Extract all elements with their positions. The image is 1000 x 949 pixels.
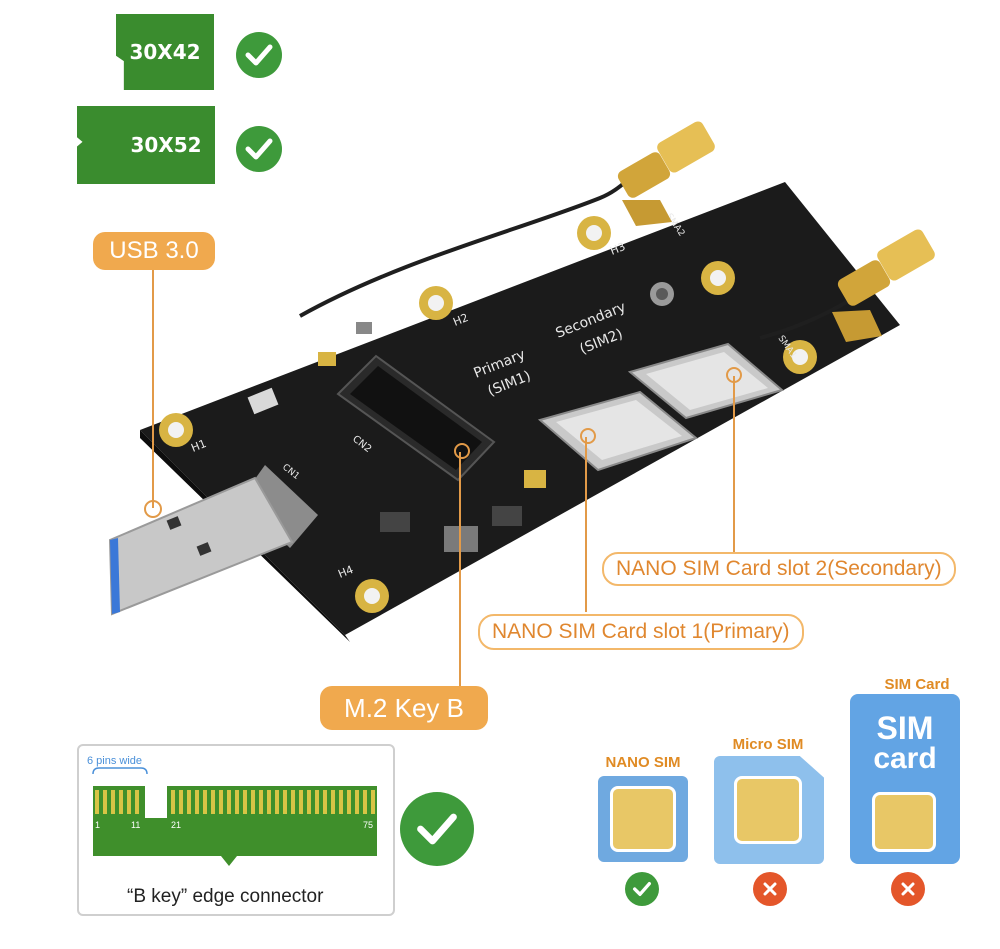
micro-sim-card — [714, 756, 824, 864]
b-key-connector-graphic: 6 pins wide 1 11 21 75 “B key” edge conn… — [87, 755, 377, 907]
check-icon — [400, 792, 474, 866]
connector-pin — [219, 790, 223, 814]
connector-pin — [195, 790, 199, 814]
sma-connector-2 — [617, 121, 715, 226]
hole-label-h4: H4 — [336, 563, 355, 581]
m2-key-callout: M.2 Key B — [320, 686, 488, 730]
antenna-cable-2 — [759, 298, 852, 340]
connector-pin — [291, 790, 295, 814]
module-30x42-label: 30X42 — [129, 40, 201, 64]
module-30x42: 30X42 — [116, 14, 214, 90]
check-icon — [236, 126, 282, 172]
adapter-board-illustration: H1 H2 H3 H4 CN2 Primary (SIM1) Secondary… — [108, 121, 935, 686]
sim-slot-1-callout-text: NANO SIM Card slot 1(Primary) — [492, 620, 790, 643]
pins-wide-note: 6 pins wide — [87, 755, 142, 767]
pin-label-75: 75 — [363, 820, 373, 830]
connector-pin — [171, 790, 175, 814]
pin-label-11: 11 — [131, 820, 140, 830]
unsupported-cross-icon — [753, 872, 787, 906]
b-key-caption: “B key” edge connector — [127, 886, 324, 907]
usb-callout: USB 3.0 — [93, 232, 215, 270]
sma-connector-1 — [832, 229, 935, 342]
module-30x52-label: 30X52 — [130, 133, 202, 157]
pins-left — [95, 790, 139, 814]
connector-pin — [331, 790, 335, 814]
unsupported-cross-icon — [891, 872, 925, 906]
connector-pin — [243, 790, 247, 814]
connector-pin — [267, 790, 271, 814]
usb-callout-text: USB 3.0 — [109, 237, 199, 264]
supported-check-icon — [625, 872, 659, 906]
hole-label-h3: H3 — [608, 240, 627, 258]
pin-label-1: 1 — [95, 820, 100, 830]
connector-pin — [339, 790, 343, 814]
connector-pin — [235, 790, 239, 814]
connector-pin — [371, 790, 375, 814]
connector-pin — [307, 790, 311, 814]
m2-key-callout-text: M.2 Key B — [344, 692, 464, 723]
check-icon — [236, 32, 282, 78]
connector-pin — [275, 790, 279, 814]
connector-pin — [283, 790, 287, 814]
sim-chip-icon — [734, 776, 802, 844]
connector-pin — [355, 790, 359, 814]
mounting-holes — [159, 216, 817, 613]
connector-pin — [259, 790, 263, 814]
pins-right — [171, 790, 375, 814]
sim-card-text-2: card — [873, 742, 937, 775]
hole-label-h2: H2 — [451, 311, 470, 329]
nano-sim-title: NANO SIM — [605, 754, 681, 771]
sim-card-title: SIM Card — [884, 676, 950, 693]
connector-pin — [315, 790, 319, 814]
sim-slot-2-callout: NANO SIM Card slot 2(Secondary) — [602, 552, 956, 586]
pcb-board — [140, 182, 900, 635]
module-30x52: 30X52 — [77, 106, 215, 184]
sim-chip-icon — [610, 786, 676, 852]
connector-pin — [203, 790, 207, 814]
sim-chip-icon — [872, 792, 936, 852]
sim-slot-2-callout-text: NANO SIM Card slot 2(Secondary) — [616, 557, 942, 580]
connector-pin — [323, 790, 327, 814]
connector-pin — [227, 790, 231, 814]
micro-sim-title: Micro SIM — [732, 736, 804, 753]
connector-pin — [299, 790, 303, 814]
connector-pin — [347, 790, 351, 814]
pin-label-21: 21 — [171, 820, 181, 830]
full-sim-card: SIM card — [850, 694, 960, 864]
sim-slot-1-callout: NANO SIM Card slot 1(Primary) — [478, 614, 804, 650]
connector-pin — [363, 790, 367, 814]
hole-label-h1: H1 — [189, 437, 208, 455]
sim-card-text-1: SIM — [876, 710, 934, 746]
connector-pin — [211, 790, 215, 814]
b-key-diagram: 6 pins wide 1 11 21 75 “B key” edge conn… — [77, 744, 395, 916]
connector-pin — [251, 790, 255, 814]
connector-pin — [187, 790, 191, 814]
nano-sim-card — [598, 776, 688, 862]
connector-pin — [179, 790, 183, 814]
